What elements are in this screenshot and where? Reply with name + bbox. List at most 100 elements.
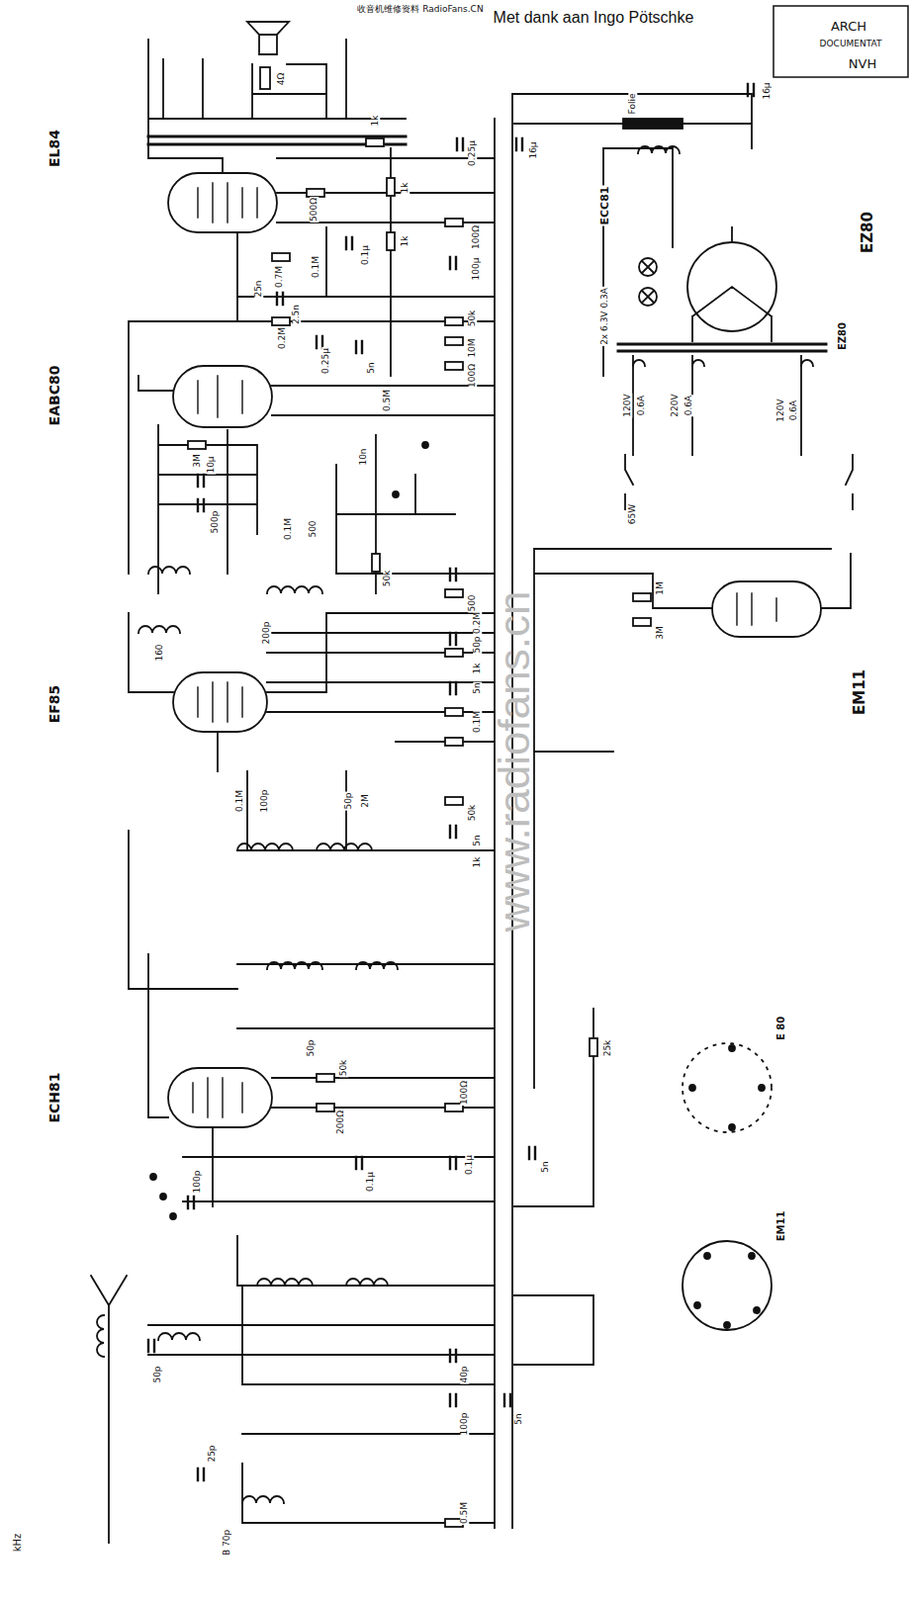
component-value: 50p [153, 1365, 163, 1384]
tube-label: EM11 [852, 668, 869, 717]
tube-label: EL84 [47, 128, 63, 169]
component-value: Folie [628, 92, 637, 116]
component-value: 5n [472, 681, 482, 695]
switch-contacts [150, 442, 765, 1329]
tube-label: EF85 [47, 684, 63, 726]
component-value: 50k [467, 804, 477, 823]
tube-envelopes [168, 173, 821, 1331]
component-value: 5n [514, 1412, 524, 1426]
component-value: 2x 6.3V 0.3A [600, 286, 610, 347]
component-value: 0.1M [283, 517, 293, 542]
component-value: 16μ [762, 81, 772, 100]
tube-electrodes [192, 182, 777, 1118]
component-value: 50k [339, 1059, 349, 1079]
component-value: 1k [472, 662, 482, 676]
component-value: 0.1μ [464, 1154, 474, 1177]
component-value: 5n [541, 1160, 550, 1174]
antenna-symbol [91, 1275, 127, 1306]
component-value: 65W [628, 503, 637, 526]
component-value: 16μ [529, 140, 539, 160]
header-text: NVH [847, 57, 878, 72]
component-value: 0.7M [274, 265, 284, 289]
component-value: 100Ω [459, 1080, 469, 1106]
component-value: 100p [459, 1412, 469, 1438]
component-value: 0.25μ [321, 347, 331, 375]
component-value: 50p [344, 791, 354, 811]
component-value: 2.5n [291, 303, 301, 326]
transformer-cores [148, 136, 826, 352]
component-value: 5n [472, 833, 482, 847]
component-value: 1k [370, 114, 380, 128]
resistors [187, 67, 683, 1528]
tube-label: EZ80 [837, 321, 849, 352]
component-value: 0.1μ [361, 244, 370, 267]
component-value: 120V [776, 397, 786, 423]
component-value: 120V [623, 392, 633, 418]
component-value: 1k [400, 182, 410, 195]
header-text: Met dank aan Ingo Pötschke [492, 9, 696, 27]
component-value: 25p [207, 1444, 217, 1463]
component-value: 40p [459, 1365, 469, 1384]
component-value: 50p [472, 635, 482, 654]
component-value: 3M [655, 625, 665, 641]
tube-label: E 80 [776, 1015, 788, 1042]
component-value: 0.6A [789, 399, 799, 422]
tube-label: ECH81 [47, 1071, 63, 1124]
component-value: 160 [155, 642, 165, 662]
component-value: 50k [467, 309, 477, 329]
component-value: 100p [260, 789, 270, 815]
component-value: 100μ [471, 257, 481, 282]
wires [108, 39, 853, 1544]
component-value: 500 [467, 593, 477, 613]
watermark: www.radiofans.cn [491, 590, 538, 934]
component-value: 500 [308, 519, 318, 539]
pilot-lamps [638, 258, 657, 306]
component-value: 100Ω [467, 363, 477, 389]
component-value: 0.5M [382, 388, 392, 413]
component-value: 1k [400, 235, 410, 249]
component-value: 200Ω [336, 1109, 346, 1136]
archive-stamp [773, 5, 909, 78]
component-value: 0.1M [235, 789, 245, 814]
component-value: 10n [359, 447, 368, 466]
component-value: 10M [467, 337, 477, 359]
speaker-symbol [247, 21, 289, 55]
component-value: 50k [382, 569, 392, 589]
capacitors [148, 84, 754, 1481]
component-value: 500Ω [309, 196, 319, 223]
component-value: 0.2M [472, 611, 482, 636]
component-value: 0.5M [459, 1501, 469, 1526]
header-text: DOCUMENTAT [819, 39, 884, 49]
component-value: 220V [670, 392, 680, 418]
component-value: 3M [192, 453, 202, 469]
header-text: ARCH [829, 19, 868, 34]
component-value: 10μ [206, 455, 216, 474]
component-value: 0.1μ [365, 1171, 375, 1193]
component-value: 200p [262, 621, 272, 646]
tube-label: EABC80 [47, 364, 63, 428]
component-value: 2M [361, 793, 370, 810]
component-value: 0.1M [472, 710, 482, 734]
component-value: kHz [12, 1533, 24, 1554]
component-value: 50p [306, 1038, 316, 1058]
component-value: 100Ω [471, 224, 481, 251]
tube-label: EM11 [776, 1210, 788, 1244]
component-value: 0.25μ [467, 139, 477, 168]
tube-label: EZ80 [860, 210, 877, 255]
component-value: 100p [192, 1170, 202, 1195]
component-value: 1M [655, 580, 665, 597]
tube-label: ECC81 [599, 185, 612, 227]
component-value: 25n [254, 278, 264, 298]
component-value: B 70p [222, 1529, 232, 1557]
component-value: 5n [366, 361, 376, 374]
component-value: 500p [210, 510, 220, 536]
component-value: 4Ω [276, 72, 286, 88]
header-text: 收音机维修资料 RadioFans.CN [356, 4, 484, 14]
component-value: 25k [603, 1039, 613, 1059]
component-value: 0.6A [637, 394, 646, 417]
component-value: 0.2M [277, 326, 287, 351]
component-value: 1k [472, 856, 482, 870]
component-value: 0.1M [311, 255, 321, 279]
